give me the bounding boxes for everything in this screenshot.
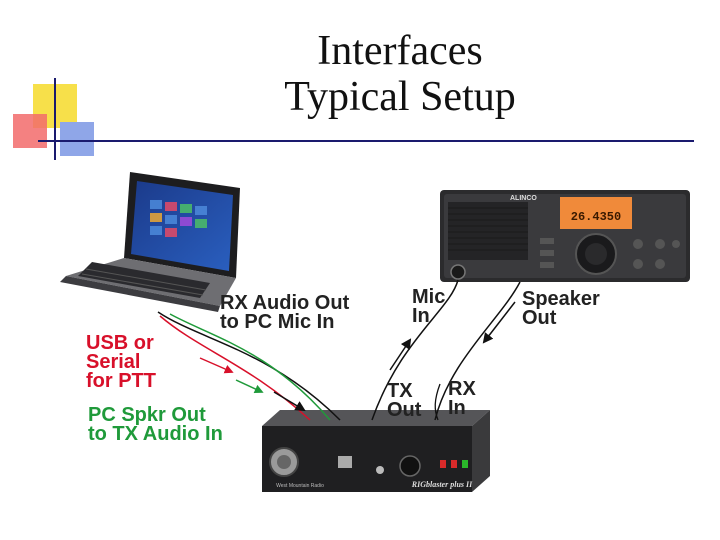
usb-serial-label-line-3: for PTT bbox=[86, 370, 156, 392]
mic-in-label: Mic In bbox=[412, 286, 446, 327]
pc-spkr-label-line-1: PC Spkr Out bbox=[88, 404, 206, 426]
title-line-1: Interfaces bbox=[317, 28, 483, 74]
deco-blue-square bbox=[60, 122, 94, 156]
rx-in-label-line-1: RX bbox=[448, 378, 476, 400]
pc-spkr-label-line-2: to TX Audio In bbox=[88, 423, 223, 445]
interface-brand: RIGblaster plus II bbox=[411, 480, 473, 489]
speaker-out-label-line-2: Out bbox=[522, 307, 557, 329]
speaker-out-label: Speaker Out bbox=[522, 288, 600, 329]
rx-audio-cable bbox=[157, 311, 341, 421]
mic-in-arrow bbox=[389, 338, 412, 371]
speaker-out-label-line-1: Speaker bbox=[522, 288, 600, 310]
speaker-out-arrow bbox=[482, 301, 516, 344]
radio-frequency-display: 26.4350 bbox=[571, 210, 621, 224]
interface-maker: West Mountain Radio bbox=[276, 483, 324, 489]
pc-spkr-label: PC Spkr Out to TX Audio In bbox=[88, 404, 223, 445]
usb-serial-label-line-1: USB or bbox=[86, 332, 154, 354]
rx-audio-label: RX Audio Out to PC Mic In bbox=[220, 292, 350, 333]
title-rule bbox=[38, 140, 694, 142]
mic-in-label-line-2: In bbox=[412, 305, 430, 327]
rx-in-label: RX In bbox=[448, 378, 476, 419]
tx-out-label-line-1: TX bbox=[387, 380, 413, 402]
usb-serial-arrow bbox=[199, 357, 234, 374]
rx-audio-arrow bbox=[273, 391, 306, 412]
speaker-cable bbox=[434, 281, 521, 421]
pc-spkr-cable bbox=[169, 313, 331, 421]
interface-box-image: RIGblaster plus II West Mountain Radio bbox=[262, 410, 490, 492]
slide-title: Interfaces Typical Setup bbox=[230, 28, 570, 120]
deco-vertical-line bbox=[54, 78, 56, 160]
pc-spkr-arrow bbox=[235, 379, 264, 394]
tx-out-label-line-2: Out bbox=[387, 399, 422, 421]
deco-red-square bbox=[13, 114, 47, 148]
tx-out-label: TX Out bbox=[387, 380, 422, 421]
rx-in-label-line-2: In bbox=[448, 397, 466, 419]
usb-serial-cable bbox=[159, 315, 311, 421]
usb-serial-label: USB or Serial for PTT bbox=[86, 332, 156, 392]
rx-audio-label-line-2: to PC Mic In bbox=[220, 311, 335, 333]
laptop-image bbox=[60, 172, 240, 312]
mic-in-label-line-1: Mic bbox=[412, 286, 446, 308]
radio-transceiver-image: 26.4350 ALINCO bbox=[440, 190, 690, 282]
usb-serial-label-line-2: Serial bbox=[86, 351, 141, 373]
mic-cable bbox=[371, 279, 459, 421]
radio-brand: ALINCO bbox=[510, 195, 537, 202]
title-line-2: Typical Setup bbox=[284, 74, 516, 120]
rx-audio-label-line-1: RX Audio Out bbox=[220, 292, 350, 314]
